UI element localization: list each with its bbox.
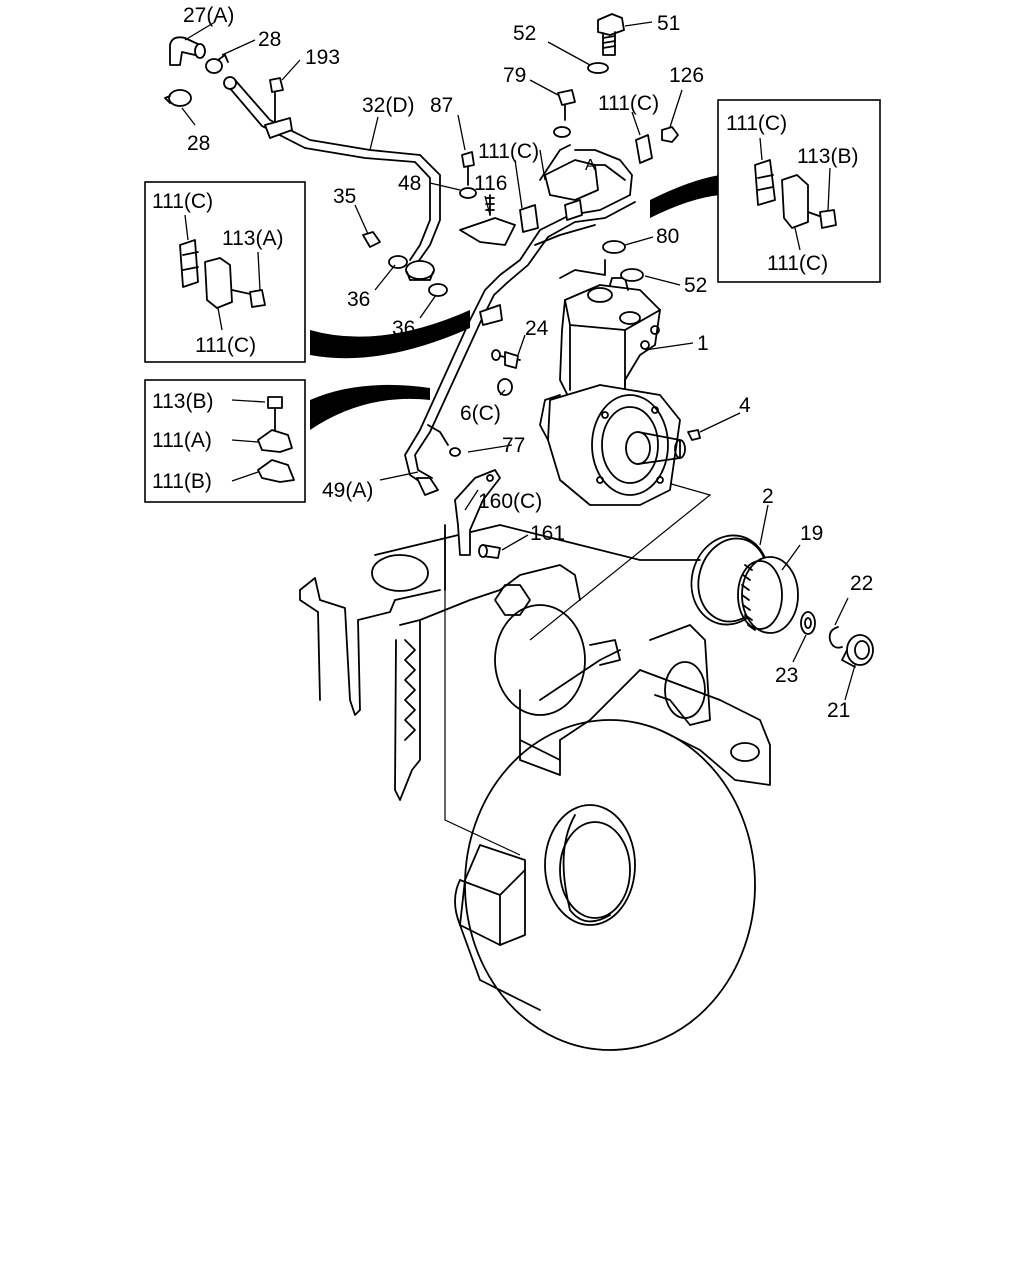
pipes — [164, 36, 636, 496]
label-24: 24 — [525, 317, 549, 340]
label-28-lower: 28 — [187, 132, 210, 155]
label-79: 79 — [503, 64, 526, 87]
inset-left-top-label-113a: 113(A) — [222, 227, 283, 250]
label-77: 77 — [502, 434, 525, 457]
drive-gear-assembly — [690, 534, 874, 668]
label-2: 2 — [762, 485, 774, 508]
leader-lines — [181, 21, 856, 701]
inset-left-top-label-111c-2: 111(C) — [195, 334, 256, 357]
inset-clamp-113b: 113(B) 111(A) 111(B) — [144, 379, 306, 503]
label-48: 48 — [398, 172, 421, 195]
connector-bands — [310, 175, 720, 430]
label-52-upper: 52 — [513, 22, 536, 45]
label-36-upper: 36 — [347, 288, 370, 311]
label-36-lower: 36 — [392, 317, 415, 340]
inset-right-label-111c-1: 111(C) — [726, 112, 787, 135]
label-6c: 6(C) — [460, 402, 501, 425]
inset-right-label-111c-2: 111(C) — [767, 252, 828, 275]
air-compressor — [539, 277, 686, 506]
label-52-lower: 52 — [684, 274, 707, 297]
label-27a: 27(A) — [183, 4, 234, 27]
label-161: 161 — [530, 522, 565, 545]
engine-block — [299, 524, 771, 1051]
label-22: 22 — [850, 572, 873, 595]
label-116: 116 — [474, 172, 507, 195]
label-28-upper: 28 — [258, 28, 281, 51]
inset-right-label-113b: 113(B) — [797, 145, 858, 168]
label-111c-left: 111(C) — [478, 140, 539, 163]
label-4: 4 — [739, 394, 751, 417]
label-111c-right: 111(C) — [598, 92, 659, 115]
label-21: 21 — [827, 699, 850, 722]
label-80: 80 — [656, 225, 679, 248]
label-35: 35 — [333, 185, 356, 208]
inset-left-top-label-111c-1: 111(C) — [152, 190, 213, 213]
label-49a: 49(A) — [322, 479, 373, 502]
label-193: 193 — [305, 46, 340, 69]
label-160c: 160(C) — [478, 490, 542, 513]
label-126: 126 — [669, 64, 704, 87]
label-19: 19 — [800, 522, 823, 545]
label-51: 51 — [657, 12, 680, 35]
brackets-fasteners: A — [362, 13, 701, 559]
callout-labels: 27(A) 28 28 193 32(D) 87 52 51 79 111(C)… — [183, 4, 873, 722]
label-1: 1 — [697, 332, 709, 355]
label-23: 23 — [775, 664, 798, 687]
inset-left-bottom-label-113b: 113(B) — [152, 390, 213, 413]
alignment-lines — [444, 474, 712, 856]
inset-clamp-right: 111(C) 113(B) 111(C) — [717, 99, 881, 283]
label-87: 87 — [430, 94, 453, 117]
svg-text:A: A — [585, 157, 596, 174]
label-32d: 32(D) — [362, 94, 415, 117]
inset-left-bottom-label-111a: 111(A) — [152, 429, 212, 452]
inset-left-bottom-label-111b: 111(B) — [152, 470, 212, 493]
inset-clamp-113a: 111(C) 113(A) 111(C) — [144, 181, 306, 363]
